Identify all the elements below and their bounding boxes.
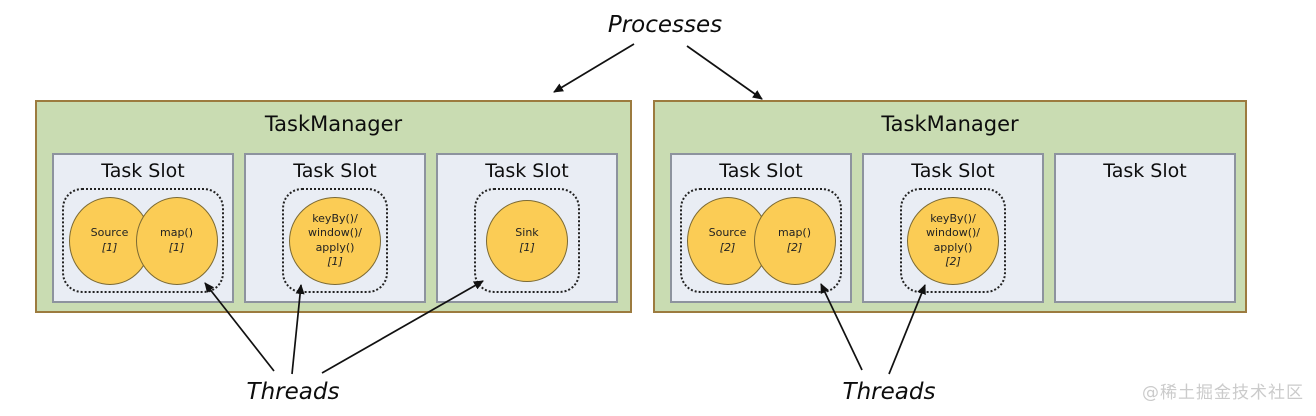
task-slot: Task Slot keyBy()/ window()/ apply() [2] — [862, 153, 1044, 303]
processes-label: Processes — [607, 12, 723, 38]
task-name: map() — [159, 226, 194, 240]
task-parallel-index: [2] — [719, 240, 736, 254]
threads-label-right: Threads — [842, 379, 936, 405]
task-circle-map: map() [1] — [135, 196, 218, 285]
arrow-processes-right — [686, 45, 763, 100]
task-name: Source — [90, 226, 129, 240]
taskmanager-title: TaskManager — [264, 112, 403, 136]
taskmanager-left: TaskManager Task Slot Source [1] map() [… — [35, 100, 632, 313]
thread-group: Source [1] map() [1] — [62, 188, 224, 293]
task-parallel-index: [2] — [786, 240, 803, 254]
task-slot-label: Task Slot — [485, 160, 569, 182]
task-slot: Task Slot Source [2] map() [2] — [670, 153, 852, 303]
task-parallel-index: [1] — [101, 240, 118, 254]
task-slot-label: Task Slot — [911, 160, 995, 182]
thread-group: Sink [1] — [474, 188, 580, 293]
task-slot-label: Task Slot — [293, 160, 377, 182]
task-slot-empty: Task Slot — [1054, 153, 1236, 303]
watermark: @稀土掘金技术社区 — [1142, 383, 1304, 403]
thread-group: keyBy()/ window()/ apply() [2] — [900, 188, 1006, 293]
taskmanager-title: TaskManager — [881, 112, 1019, 136]
task-name: keyBy()/ — [312, 211, 358, 225]
task-circle-sink: Sink [1] — [486, 199, 568, 282]
task-slot-label: Task Slot — [101, 160, 185, 182]
task-name: keyBy()/ — [930, 211, 976, 225]
thread-group: Source [2] map() [2] — [680, 188, 842, 293]
task-name: apply() — [315, 240, 355, 254]
task-slot-label: Task Slot — [719, 160, 803, 182]
task-name: Source — [708, 226, 747, 240]
task-name: apply() — [933, 240, 973, 254]
task-parallel-index: [1] — [168, 240, 185, 254]
task-circle-map: map() [2] — [753, 196, 836, 285]
task-parallel-index: [1] — [519, 240, 535, 254]
task-name: Sink — [515, 226, 539, 240]
task-slot: Task Slot keyBy()/ window()/ apply() [1] — [244, 153, 426, 303]
task-circle-window: keyBy()/ window()/ apply() [2] — [907, 196, 999, 285]
taskmanager-right: TaskManager Task Slot Source [2] map() [… — [653, 100, 1247, 313]
task-slot-label: Task Slot — [1103, 160, 1187, 182]
task-slot: Task Slot Source [1] map() [1] — [52, 153, 234, 303]
arrow-processes-left — [553, 43, 635, 93]
thread-group: keyBy()/ window()/ apply() [1] — [282, 188, 388, 293]
task-parallel-index: [1] — [327, 254, 343, 268]
task-name: map() — [777, 226, 812, 240]
task-slot: Task Slot Sink [1] — [436, 153, 618, 303]
task-circle-window: keyBy()/ window()/ apply() [1] — [289, 196, 381, 285]
task-name: window()/ — [307, 226, 363, 240]
threads-label-left: Threads — [246, 379, 340, 405]
task-name: window()/ — [925, 226, 981, 240]
task-parallel-index: [2] — [945, 254, 961, 268]
